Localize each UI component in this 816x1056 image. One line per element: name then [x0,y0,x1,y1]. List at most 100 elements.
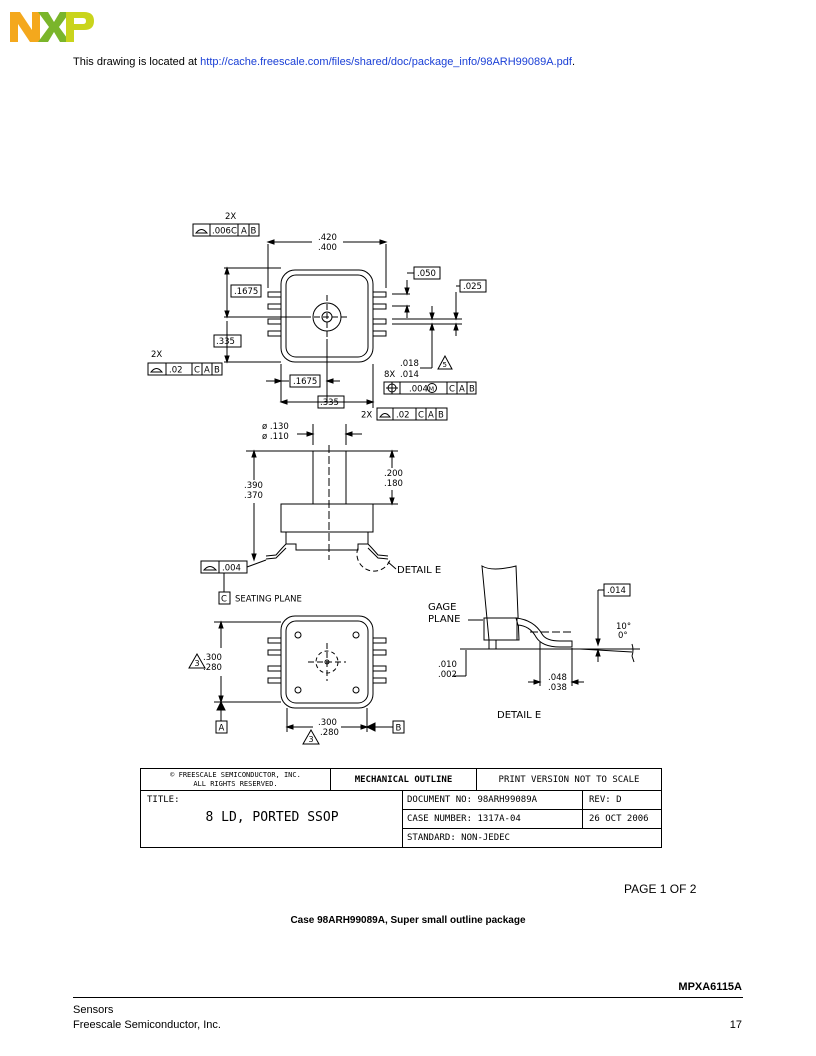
pos-datum-c: C [449,385,455,395]
pos-datum-a: A [459,385,465,395]
side-view-body [280,503,374,533]
seating-plane-label: SEATING PLANE [235,595,302,605]
fcf-left-multiplier: 2X [151,350,162,360]
standard: STANDARD: NON-JEDEC [407,833,510,843]
print-note-cell: PRINT VERSION NOT TO SCALE [477,769,661,791]
lead-angle-min: 0° [618,631,628,641]
top-dim-335-bottom: .335 [320,398,339,408]
lead-left-4 [267,330,282,337]
fcf-br-tolerance: .02 [396,411,410,421]
copyright-line-2: ALL RIGHTS RESERVED. [193,780,278,788]
mechanical-outline-cell: MECHANICAL OUTLINE [331,769,477,791]
bottom-view-body [280,615,374,709]
detail-e-reference: DETAIL E [397,565,441,576]
drawing-pdf-link[interactable]: http://cache.freescale.com/files/shared/… [200,56,572,68]
top-dim-1675-left: .1675 [234,287,258,297]
note-3-flag-horizontal: 3 [309,735,314,744]
port-height-min: .180 [384,479,403,489]
gage-label: GAGE [428,602,456,613]
lead-angle-max: 10° [616,622,631,632]
side-view-left-lead [265,543,287,557]
fcf-br-datum-c: C [418,411,424,421]
package-title: 8 LD, PORTED SSOP [205,810,339,825]
intro-suffix: . [571,56,576,68]
lead-right-3 [372,318,387,325]
copyright-cell: © FREESCALE SEMICONDUCTOR, INC. ALL RIGH… [141,769,331,791]
overall-height-max: .390 [244,481,263,491]
bottom-width-max: .300 [318,718,337,728]
pos-tolerance: .004 [409,385,428,395]
intro-text: This drawing is located at [73,56,201,68]
fcf-br-datum-b: B [438,411,444,421]
footer-divider [73,997,743,998]
mechanical-outline-label: MECHANICAL OUTLINE [354,775,453,785]
revision-cell: REV: D [583,791,661,810]
drawing-location-note: This drawing is located at http://cache.… [73,56,575,68]
top-width-min: .400 [318,243,337,253]
part-number: MPXA6115A [678,981,742,993]
footer-section: Sensors [73,1004,114,1016]
fcf-top-tolerance: .006 [212,227,231,237]
top-dim-335-left: .335 [216,337,235,347]
lead-gap: .025 [463,282,482,292]
datum-c-label: C [221,595,227,605]
detail-e-view [454,565,640,686]
lead-right-2 [372,303,387,310]
coplanarity-value: .014 [607,586,626,596]
lead-left-3 [267,318,282,325]
fcf-top-datum-c: C [231,227,237,237]
page-of-label: PAGE 1 OF 2 [624,882,697,896]
fcf-top-multiplier: 2X [225,212,236,222]
top-width-max: .420 [318,233,337,243]
bottom-length-min: .280 [203,663,222,673]
title-block: © FREESCALE SEMICONDUCTOR, INC. ALL RIGH… [140,768,662,848]
title-field-label: TITLE: [147,795,180,805]
fcf-left-datum-a: A [204,366,210,376]
fcf-top-datum-b: B [251,227,257,237]
page-number: 17 [729,1019,742,1031]
port-diameter-max: ø .130 [262,422,289,432]
bottom-length-max: .300 [203,653,222,663]
note-5-flag: 5 [443,361,447,369]
top-view [147,223,487,421]
lead-width-max: .018 [400,359,419,369]
copyright-line-1: © FREESCALE SEMICONDUCTOR, INC. [170,771,301,779]
lead-count: 8X [384,370,395,380]
nxp-logo [10,12,94,42]
document-number-cell: DOCUMENT NO: 98ARH99089A [403,791,583,810]
standard-cell: STANDARD: NON-JEDEC [403,829,661,847]
fcf-left-datum-b: B [214,366,220,376]
flatness-tolerance: .004 [222,564,241,574]
top-dim-1675-bottom: .1675 [293,377,317,387]
datum-a-label: A [219,724,225,734]
plane-label: PLANE [428,614,460,625]
logo-p-shape [66,12,94,42]
pos-datum-b: B [469,385,475,395]
pos-modifier: M [429,385,435,393]
logo-n-shape [10,12,40,42]
detail-e-body [481,565,520,641]
lead-left-2 [267,303,282,310]
port-height-max: .200 [384,469,403,479]
datum-b-label: B [396,724,402,734]
lead-width-min: .014 [400,370,419,380]
detail-e-title: DETAIL E [497,710,541,721]
standoff-min: .002 [438,670,457,680]
case-number-cell: CASE NUMBER: 1317A-04 [403,810,583,829]
case-number: CASE NUMBER: 1317A-04 [407,814,521,824]
date-cell: 26 OCT 2006 [583,810,661,829]
fcf-br-multiplier: 2X [361,411,372,421]
detail-e-lead [515,617,573,648]
overall-height-min: .370 [244,491,263,501]
figure-caption: Case 98ARH99089A, Super small outline pa… [290,915,526,926]
port-diameter-min: ø .110 [262,432,289,442]
lead-left-1 [267,291,282,298]
bottom-view [188,615,405,745]
lead-right-1 [372,291,387,298]
detail-e-base [483,617,518,641]
fcf-top-datum-a: A [241,227,247,237]
side-view-base [285,532,369,551]
fcf-br-datum-a: A [428,411,434,421]
mechanical-drawing: 2X .006 C A B .420 .400 .1675 .335 2X .0… [147,212,640,745]
fcf-left-tolerance: .02 [169,366,183,376]
